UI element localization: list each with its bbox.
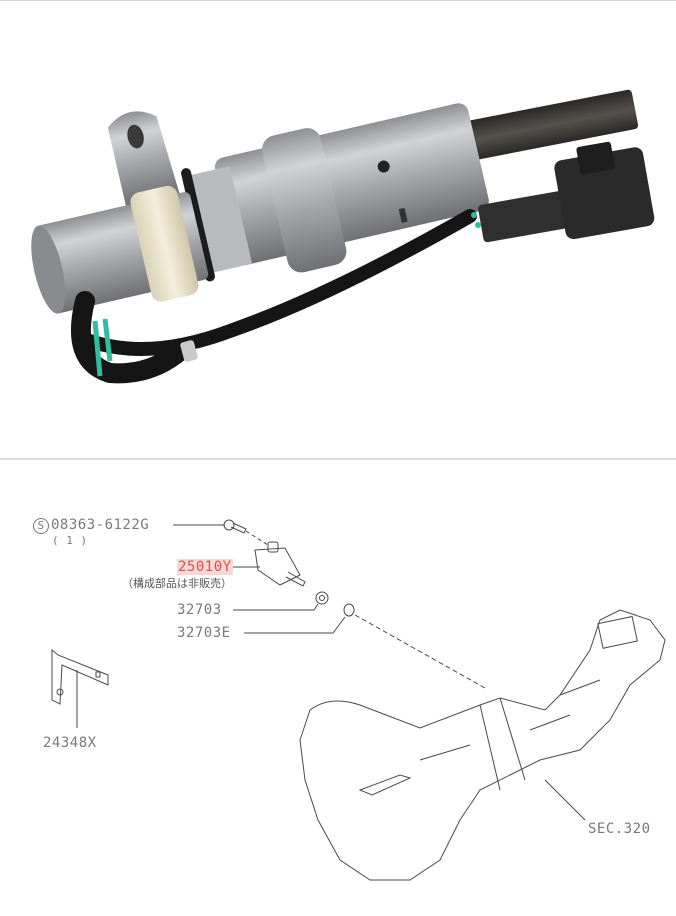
part-number: 08363-6122G [51, 517, 150, 533]
standard-part-symbol: S [33, 518, 49, 534]
part-number-highlighted: 25010Y [177, 559, 233, 575]
exploded-view-drawing [51, 519, 666, 881]
callout-bracket[interactable]: 24348X [43, 735, 97, 751]
transmission-icon [299, 609, 666, 881]
driven-gear-icon [315, 591, 329, 605]
bolt-icon [223, 519, 247, 534]
bracket-icon [51, 648, 109, 705]
callout-oring[interactable]: 32703E [177, 625, 231, 641]
speed-sensor-photo [31, 89, 655, 384]
callout-sensor[interactable]: 25010Y [177, 559, 233, 575]
bolt-quantity: ( 1 ) [52, 534, 88, 547]
speed-sensor-icon [254, 541, 306, 587]
section-divider [0, 458, 676, 460]
o-ring-icon [343, 603, 355, 617]
sensor-note: （構成部品は非販売） [122, 577, 232, 590]
callout-section-ref[interactable]: SEC.320 [588, 821, 651, 837]
top-border [0, 0, 676, 1]
callout-gear[interactable]: 32703 [177, 602, 222, 618]
electrical-connector [478, 141, 655, 243]
product-photo [0, 1, 676, 457]
